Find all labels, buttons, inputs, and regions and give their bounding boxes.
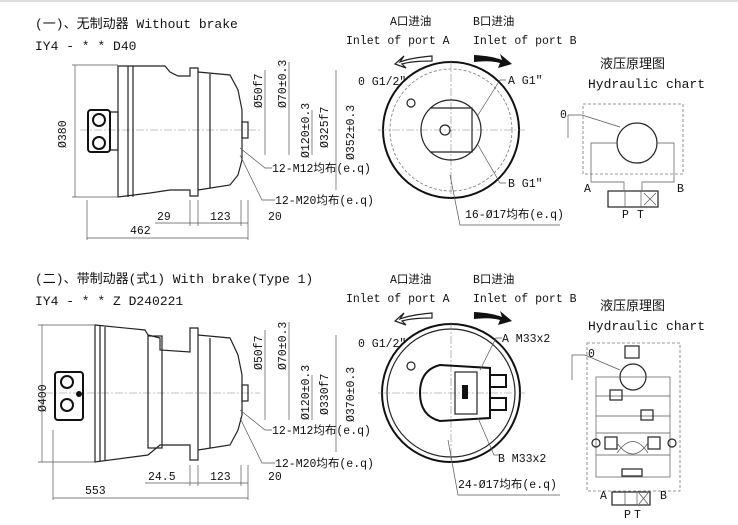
port-a-size: A M33x2 xyxy=(502,333,550,346)
end-view: A口进油 Inlet of port A B口进油 Inlet of port … xyxy=(346,272,577,496)
hydraulic-title-cn: 液压原理图 xyxy=(600,57,665,72)
drain-port-label: 0 G1/2" xyxy=(358,76,406,89)
dim-24-5: 24.5 xyxy=(148,471,176,484)
port-a-cn: A口进油 xyxy=(390,14,431,29)
port-block xyxy=(54,371,84,421)
section-title: (一)、无制动器 Without brake xyxy=(35,17,238,32)
rotation-arrow-cw-icon xyxy=(474,54,512,68)
port-b-cn: B口进油 xyxy=(473,272,514,287)
bolt-label-m20: 12-M20均布(e.q) xyxy=(275,194,374,208)
hyd-label-b: B xyxy=(660,490,667,503)
hydraulic-title-en: Hydraulic chart xyxy=(588,319,705,334)
bolt-label-m12: 12-M12均布(e.q) xyxy=(272,162,371,176)
hyd-label-t: T xyxy=(634,509,641,522)
dim-outer-diameter: Ø380 xyxy=(57,120,70,148)
port-a-size: A G1" xyxy=(508,75,543,88)
side-view: Ø400 Ø50f7 Ø70±0.3 Ø120±0.3 Ø330f7 Ø370±… xyxy=(37,322,374,500)
hyd-label-o: 0 xyxy=(560,109,567,122)
dim-70: Ø70±0.3 xyxy=(277,322,290,370)
rotation-arrow-cw-icon xyxy=(474,311,512,325)
dim-shaft-dia: Ø50f7 xyxy=(253,335,266,370)
hydraulic-chart: 液压原理图 Hydraulic chart 0 A B P T xyxy=(571,299,705,522)
directional-valve xyxy=(611,491,651,506)
hyd-label-o: 0 xyxy=(588,348,595,361)
hyd-label-p: P xyxy=(622,209,629,222)
model-code: IY4 - * * D40 xyxy=(35,39,136,54)
port-b-en: Inlet of port B xyxy=(473,293,577,306)
dim-120: Ø120±0.3 xyxy=(300,103,313,158)
section-with-brake: (二)、带制动器(式1) With brake(Type 1) IY4 - * … xyxy=(35,272,705,522)
port-b-en: Inlet of port B xyxy=(473,35,577,48)
dim-123: 123 xyxy=(210,211,231,224)
dim-pilot: Ø325f7 xyxy=(319,107,332,148)
hydraulic-title-en: Hydraulic chart xyxy=(588,77,705,92)
hydraulic-title-cn: 液压原理图 xyxy=(600,299,665,314)
dim-pcd: Ø352±0.3 xyxy=(345,105,358,160)
port-a-cn: A口进油 xyxy=(390,272,431,287)
end-view: A口进油 Inlet of port A B口进油 Inlet of port … xyxy=(346,14,577,226)
port-block xyxy=(87,109,111,153)
hyd-label-p: P xyxy=(624,509,631,522)
side-view: Ø380 Ø50f7 Ø70±0.3 Ø120±0.3 Ø325f7 Ø352±… xyxy=(57,60,374,240)
dim-123: 123 xyxy=(210,471,231,484)
dim-462: 462 xyxy=(130,225,151,238)
port-b-size: B M33x2 xyxy=(498,453,546,466)
mounting-holes-label: 24-Ø17均布(e.q) xyxy=(458,478,557,492)
directional-valve xyxy=(607,190,659,208)
section-title: (二)、带制动器(式1) With brake(Type 1) xyxy=(35,272,313,287)
model-code: IY4 - * * Z D240221 xyxy=(35,294,183,309)
dim-120: Ø120±0.3 xyxy=(300,365,313,420)
rotation-arrow-ccw-icon xyxy=(393,55,433,69)
port-a-en: Inlet of port A xyxy=(346,35,450,48)
hyd-label-a: A xyxy=(600,490,607,503)
bolt-label-m20: 12-M20均布(e.q) xyxy=(275,457,374,471)
dim-29: 29 xyxy=(157,211,171,224)
dim-70: Ø70±0.3 xyxy=(277,60,290,108)
dim-pilot: Ø330f7 xyxy=(319,374,332,415)
port-b-size: B G1" xyxy=(508,178,543,191)
bolt-label-m12: 12-M12均布(e.q) xyxy=(272,424,371,438)
brake-valve-block xyxy=(418,363,491,423)
port-a-en: Inlet of port A xyxy=(346,293,450,306)
drain-port-label: 0 G1/2" xyxy=(358,338,406,351)
port-b-cn: B口进油 xyxy=(473,14,514,29)
hyd-label-b: B xyxy=(677,183,684,196)
rotation-arrow-ccw-icon xyxy=(393,312,433,326)
section-without-brake: (一)、无制动器 Without brake IY4 - * * D40 Ø38… xyxy=(35,14,705,240)
hyd-label-a: A xyxy=(584,183,591,196)
mounting-holes-label: 16-Ø17均布(e.q) xyxy=(465,208,564,222)
hydraulic-chart: 液压原理图 Hydraulic chart 0 A B P T xyxy=(560,57,705,222)
dim-pcd: Ø370±0.3 xyxy=(345,367,358,422)
motor-symbol xyxy=(616,122,658,164)
dim-shaft-dia: Ø50f7 xyxy=(253,73,266,108)
dim-20: 20 xyxy=(268,471,282,484)
hyd-label-t: T xyxy=(637,209,644,222)
dim-553: 553 xyxy=(85,485,106,498)
dim-outer-diameter: Ø400 xyxy=(37,384,50,412)
dim-20: 20 xyxy=(268,211,282,224)
